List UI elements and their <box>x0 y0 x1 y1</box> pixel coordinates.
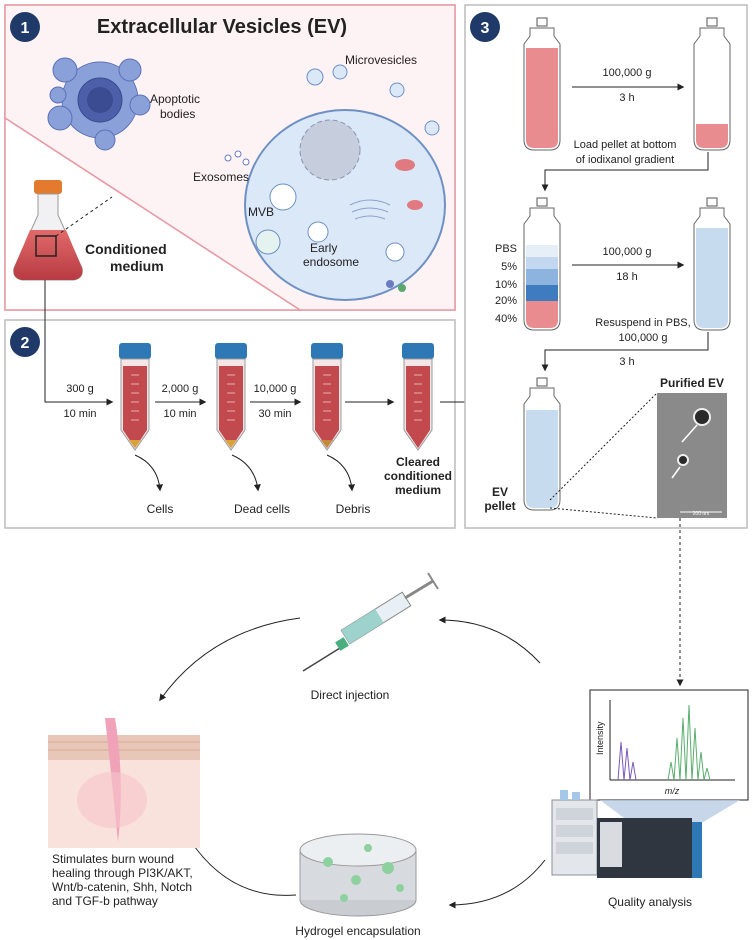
ultracentrifuge-tube-red <box>523 17 561 151</box>
label-cleared-1: Cleared <box>396 455 440 469</box>
ev-pellet-2: pellet <box>484 499 515 513</box>
centrifuge-tube <box>119 343 151 451</box>
flow-arrow <box>541 152 709 192</box>
label-apoptotic-2: bodies <box>160 107 195 121</box>
spin1-time: 3 h <box>619 92 634 104</box>
label-conditioned-2: medium <box>110 258 164 274</box>
panel-2-number: 2 <box>21 335 30 352</box>
skin-wound-icon <box>48 718 200 848</box>
ultracentrifuge-tube-blue <box>693 197 731 331</box>
ev-pellet-1: EV <box>492 485 508 499</box>
spin2-time: 18 h <box>616 271 637 283</box>
ultracentrifuge-tube-pellet <box>693 17 731 151</box>
label-stimulates-1: Stimulates burn wound <box>52 852 174 866</box>
panel-3-number: 3 <box>481 20 490 37</box>
load-note-1: Load pellet at bottom <box>574 139 677 151</box>
zoom-dash <box>55 196 113 237</box>
exosome-dot <box>242 158 250 166</box>
cell-icon <box>244 64 446 301</box>
step-2-time: 10 min <box>163 408 196 420</box>
label-conditioned-1: Conditioned <box>85 241 167 257</box>
label-cleared-3: medium <box>395 483 441 497</box>
output-arrow <box>134 454 164 492</box>
gradient-label-5: 5% <box>501 261 517 273</box>
zoom-dash <box>549 507 658 519</box>
load-note-2: of iodixanol gradient <box>576 154 674 166</box>
label-purified-ev: Purified EV <box>660 376 724 390</box>
ev-particle <box>677 454 689 466</box>
panel-1-number: 1 <box>21 20 30 37</box>
syringe-icon <box>302 572 439 672</box>
label-stimulates-2: healing through PI3K/AKT, <box>52 866 193 880</box>
flow-arrow <box>438 616 541 664</box>
spin2-g: 100,000 g <box>603 246 652 258</box>
spin3-time: 3 h <box>619 356 634 368</box>
step-1-time: 10 min <box>63 408 96 420</box>
step-2-g: 2,000 g <box>162 383 199 395</box>
label-early-1: Early <box>310 241 337 255</box>
panel-1-badge <box>10 12 40 42</box>
ms-peaks-purple <box>617 741 637 781</box>
label-mvb: MVB <box>248 205 274 219</box>
label-exosomes: Exosomes <box>193 170 249 184</box>
flow-arrow <box>44 280 114 406</box>
ms-ylabel: Intensity <box>595 721 605 755</box>
resuspend-1: Resuspend in PBS, <box>595 317 690 329</box>
output-debris: Debris <box>336 502 371 516</box>
flow-arrow <box>159 617 301 702</box>
centrifuge-tube <box>311 343 343 451</box>
ms-xlabel: m/z <box>665 786 680 796</box>
ms-spectrum-panel <box>589 689 749 801</box>
ms-peaks-green <box>667 704 711 781</box>
step-3-g: 10,000 g <box>254 383 297 395</box>
gradient-label-40: 40% <box>495 313 517 325</box>
em-image <box>657 393 727 518</box>
centrifuge-tubes <box>119 343 434 451</box>
exosome-dot <box>234 150 242 158</box>
step-1-g: 300 g <box>66 383 94 395</box>
label-hydrogel: Hydrogel encapsulation <box>295 924 420 938</box>
label-direct-injection: Direct injection <box>311 688 390 702</box>
gradient-label-20: 20% <box>495 295 517 307</box>
flow-arrow <box>189 838 297 896</box>
em-arrow <box>671 466 681 479</box>
ev-pellet-tube <box>523 377 561 511</box>
centrifuge-tube <box>215 343 247 451</box>
label-stimulates-3: Wnt/b-catenin, Shh, Notch <box>52 880 192 894</box>
ev-particle <box>693 408 711 426</box>
label-stimulates-4: and TGF-b pathway <box>52 894 158 908</box>
page-title: Extracellular Vesicles (EV) <box>97 16 347 38</box>
lc-ms-instrument-icon <box>551 790 702 878</box>
panel-3-badge <box>470 12 500 42</box>
gradient-label-10: 10% <box>495 279 517 291</box>
exosome-dot <box>224 154 232 162</box>
em-arrow <box>681 424 698 443</box>
scale-bar-label: 200 nm <box>693 511 710 517</box>
step-3-time: 30 min <box>258 408 291 420</box>
flask-icon <box>13 180 83 281</box>
flow-arrow <box>541 332 709 372</box>
hydrogel-icon <box>299 833 417 917</box>
output-cells: Cells <box>147 502 174 516</box>
zoom-dash <box>549 392 658 501</box>
label-apoptotic-1: Apoptotic <box>150 92 200 106</box>
centrifuge-tube <box>402 343 434 451</box>
gradient-label-pbs: PBS <box>495 243 517 255</box>
resuspend-2: 100,000 g <box>619 332 668 344</box>
apoptotic-body-icon <box>47 57 151 151</box>
spin1-g: 100,000 g <box>603 67 652 79</box>
label-early-2: endosome <box>303 255 359 269</box>
label-cleared-2: conditioned <box>384 469 452 483</box>
gradient-tube <box>523 197 561 331</box>
output-dead-cells: Dead cells <box>234 502 290 516</box>
output-arrow <box>326 454 356 492</box>
label-quality: Quality analysis <box>608 895 692 909</box>
flow-arrow <box>448 859 546 909</box>
label-microvesicles: Microvesicles <box>345 53 417 67</box>
output-arrow <box>231 454 261 492</box>
panel-2-badge <box>10 327 40 357</box>
